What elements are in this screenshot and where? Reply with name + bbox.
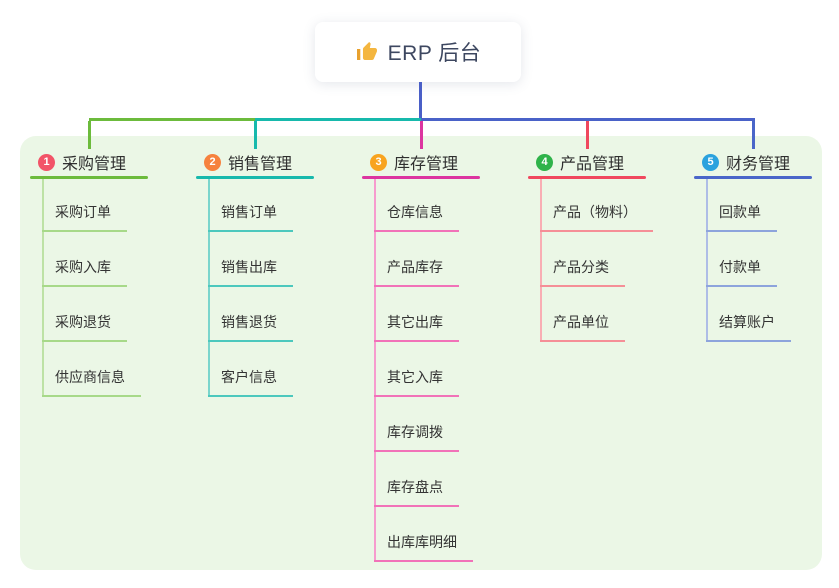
child-node-label: 其它入库 xyxy=(387,369,443,385)
top-segment-line xyxy=(255,118,421,121)
branch-child-rail xyxy=(208,179,210,397)
child-node-label: 客户信息 xyxy=(221,369,277,385)
branch-underline xyxy=(196,176,314,179)
child-node-label: 库存调拨 xyxy=(387,424,443,440)
child-node[interactable]: 库存调拨 xyxy=(374,418,459,452)
child-node[interactable]: 产品分类 xyxy=(540,253,625,287)
child-node[interactable]: 客户信息 xyxy=(208,363,293,397)
child-node[interactable]: 回款单 xyxy=(706,198,777,232)
child-node-label: 结算账户 xyxy=(719,314,775,330)
child-node[interactable]: 付款单 xyxy=(706,253,777,287)
child-node-label: 销售订单 xyxy=(221,204,277,220)
branch-number-badge: 1 xyxy=(38,153,55,171)
child-node[interactable]: 采购退货 xyxy=(42,308,127,342)
child-node-label: 库存盘点 xyxy=(387,479,443,495)
child-node[interactable]: 其它出库 xyxy=(374,308,459,342)
branch-node[interactable]: 4 产品管理 xyxy=(536,151,624,173)
thumbs-up-icon xyxy=(355,40,379,64)
top-segment-line xyxy=(89,118,255,121)
branch-node-label: 销售管理 xyxy=(228,156,293,173)
child-node-label: 产品（物料） xyxy=(553,204,637,220)
branch-node[interactable]: 3 库存管理 xyxy=(370,151,458,173)
child-node[interactable]: 库存盘点 xyxy=(374,473,459,507)
child-node[interactable]: 出库库明细 xyxy=(374,528,473,562)
branch-drop-line xyxy=(586,121,589,149)
child-node-label: 销售退货 xyxy=(221,314,277,330)
child-node[interactable]: 采购入库 xyxy=(42,253,127,287)
branch-underline xyxy=(30,176,148,179)
child-node-label: 供应商信息 xyxy=(55,369,125,385)
child-node-label: 产品分类 xyxy=(553,259,609,275)
branch-drop-line xyxy=(254,121,257,149)
root-node-label: ERP 后台 xyxy=(387,42,482,65)
branch-number-badge: 3 xyxy=(370,153,387,171)
branch-node-label: 采购管理 xyxy=(62,156,127,173)
branch-underline xyxy=(694,176,812,179)
child-node[interactable]: 产品（物料） xyxy=(540,198,653,232)
child-node[interactable]: 采购订单 xyxy=(42,198,127,232)
child-node-label: 产品单位 xyxy=(553,314,609,330)
child-node[interactable]: 产品单位 xyxy=(540,308,625,342)
child-node-label: 付款单 xyxy=(719,259,761,275)
branch-drop-line xyxy=(752,121,755,149)
child-node[interactable]: 结算账户 xyxy=(706,308,791,342)
branch-underline xyxy=(362,176,480,179)
branch-node[interactable]: 1 采购管理 xyxy=(38,151,126,173)
branch-drop-line xyxy=(88,121,91,149)
branch-child-rail xyxy=(706,179,708,342)
child-node[interactable]: 销售出库 xyxy=(208,253,293,287)
branch-node-label: 财务管理 xyxy=(726,156,791,173)
child-node-label: 产品库存 xyxy=(387,259,443,275)
child-node-label: 采购入库 xyxy=(55,259,111,275)
canvas-panel xyxy=(20,136,822,570)
branch-underline xyxy=(528,176,646,179)
child-node[interactable]: 仓库信息 xyxy=(374,198,459,232)
branch-node[interactable]: 5 财务管理 xyxy=(702,151,790,173)
branch-number-badge: 2 xyxy=(204,153,221,171)
child-node-label: 其它出库 xyxy=(387,314,443,330)
root-connector-line xyxy=(419,82,422,121)
branch-node[interactable]: 2 销售管理 xyxy=(204,151,292,173)
top-segment-line xyxy=(421,118,755,121)
branch-child-rail xyxy=(42,179,44,397)
branch-child-rail xyxy=(540,179,542,342)
branch-node-label: 库存管理 xyxy=(394,156,459,173)
branch-child-rail xyxy=(374,179,376,562)
child-node-label: 采购退货 xyxy=(55,314,111,330)
branch-drop-line xyxy=(420,121,423,149)
child-node[interactable]: 销售订单 xyxy=(208,198,293,232)
child-node-label: 销售出库 xyxy=(221,259,277,275)
child-node[interactable]: 其它入库 xyxy=(374,363,459,397)
child-node-label: 仓库信息 xyxy=(387,204,443,220)
child-node[interactable]: 销售退货 xyxy=(208,308,293,342)
child-node-label: 回款单 xyxy=(719,204,761,220)
branch-node-label: 产品管理 xyxy=(560,156,625,173)
root-node[interactable]: ERP 后台 xyxy=(315,22,521,82)
branch-number-badge: 4 xyxy=(536,153,553,171)
child-node[interactable]: 供应商信息 xyxy=(42,363,141,397)
child-node-label: 采购订单 xyxy=(55,204,111,220)
branch-number-badge: 5 xyxy=(702,153,719,171)
child-node-label: 出库库明细 xyxy=(387,534,457,550)
child-node[interactable]: 产品库存 xyxy=(374,253,459,287)
